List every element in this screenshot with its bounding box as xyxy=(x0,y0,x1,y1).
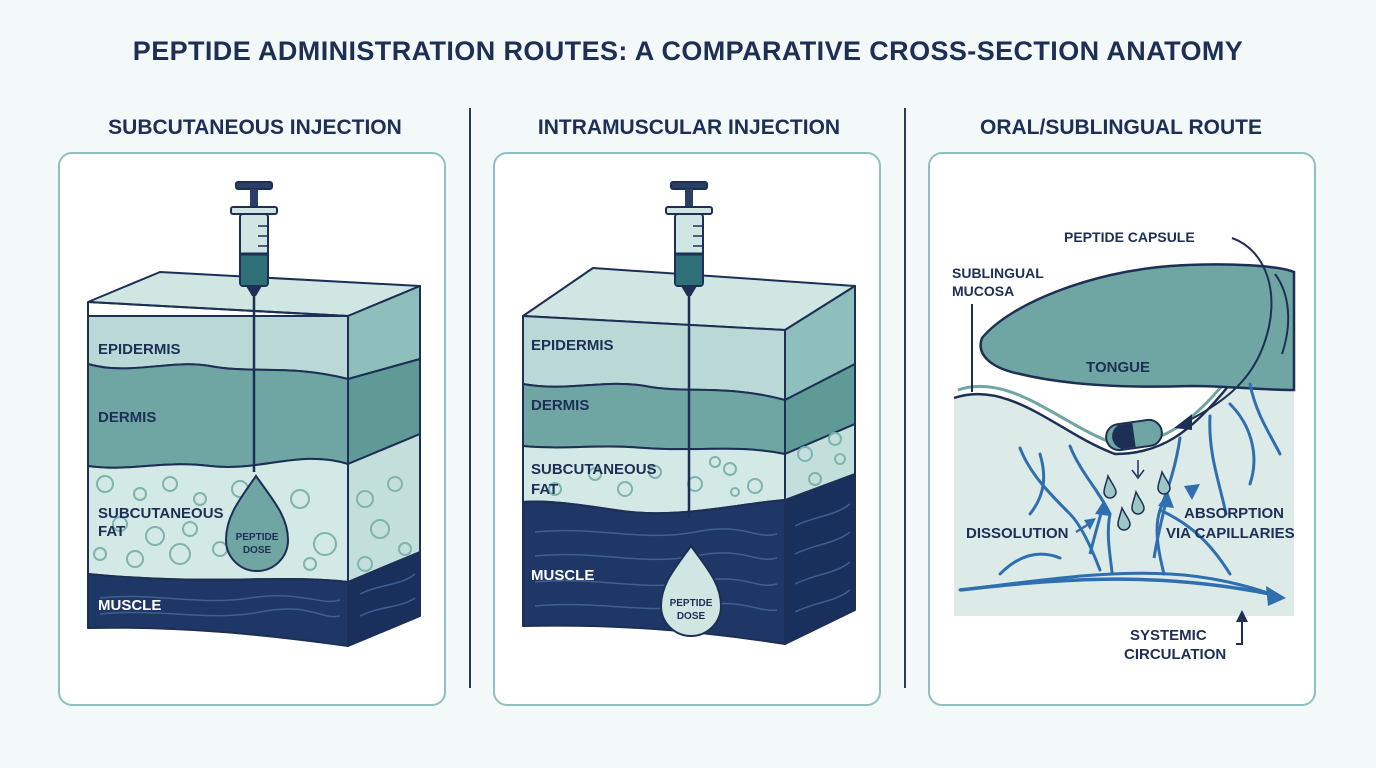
label-dermis: DERMIS xyxy=(98,409,156,426)
dissolve-arrow-icon xyxy=(1131,460,1145,480)
panel-oral-sublingual: TONGUE xyxy=(928,152,1316,706)
tongue xyxy=(979,263,1296,392)
sublingual-tissue xyxy=(954,274,1294,616)
circulation-leader-arrowhead-icon xyxy=(1236,610,1248,622)
panel-title-oral: ORAL/SUBLINGUAL ROUTE xyxy=(980,116,1262,139)
label-absorption-line2: VIA CAPILLARIES xyxy=(1166,525,1295,542)
arrow-up-icon xyxy=(1184,484,1200,500)
label-mucosa-line1: SUBLINGUAL xyxy=(952,265,1044,281)
dose-label-line2: DOSE xyxy=(243,545,272,556)
peptide-dose-drop xyxy=(224,474,290,572)
circulation-leader xyxy=(1236,616,1243,645)
layer-dermis xyxy=(522,382,786,455)
label-fat-line2: FAT xyxy=(531,481,558,498)
label-mucosa-line2: MUCOSA xyxy=(952,283,1014,299)
label-dissolution: DISSOLUTION xyxy=(966,525,1069,542)
label-fat-line1: SUBCUTANEOUS xyxy=(531,461,657,478)
peptide-dose-drop xyxy=(659,544,723,637)
fat-cells xyxy=(93,475,412,572)
arrow-up-icon xyxy=(1095,500,1110,516)
panel-title-intramuscular: INTRAMUSCULAR INJECTION xyxy=(537,116,841,139)
syringe-icon xyxy=(230,181,278,472)
intramuscular-diagram: PEPTIDE DOSE EPIDERMIS DERMIS SUBCUTANEO… xyxy=(522,181,856,645)
label-epidermis: EPIDERMIS xyxy=(98,341,181,358)
panel-title-subcutaneous: SUBCUTANEOUS INJECTION xyxy=(108,116,402,139)
capsule-arrowhead-icon xyxy=(1174,414,1192,430)
panel-divider-1 xyxy=(469,108,471,688)
dose-label-line1: PEPTIDE xyxy=(670,598,713,609)
label-dermis: DERMIS xyxy=(531,397,589,414)
label-fat-line2: FAT xyxy=(98,523,125,540)
label-circulation-line1: SYSTEMIC xyxy=(1130,627,1207,644)
label-fat-line1: SUBCUTANEOUS xyxy=(98,505,224,522)
skin-side-muscle xyxy=(784,473,856,645)
label-capsule: PEPTIDE CAPSULE xyxy=(1064,229,1195,245)
syringe-icon xyxy=(665,181,713,518)
panel-intramuscular: PEPTIDE DOSE EPIDERMIS DERMIS SUBCUTANEO… xyxy=(493,152,881,706)
capsule-pointer xyxy=(1185,237,1273,423)
panel-subcutaneous: PEPTIDE DOSE EPIDERMIS DERMIS SUBCUTANEO… xyxy=(58,152,446,706)
dissolution-arrow-icon xyxy=(1084,518,1096,530)
label-absorption-line1: ABSORPTION xyxy=(1184,505,1284,522)
peptide-capsule xyxy=(1105,418,1163,452)
circulation-arrowhead-icon xyxy=(1266,586,1286,606)
dose-label-line2: DOSE xyxy=(677,611,706,622)
subcutaneous-diagram: PEPTIDE DOSE EPIDERMIS DERMIS SUBCUTANEO… xyxy=(87,181,421,647)
dose-label-line1: PEPTIDE xyxy=(236,532,279,543)
oral-sublingual-diagram: TONGUE xyxy=(952,229,1296,663)
muscle-fibers xyxy=(99,573,416,618)
layer-muscle xyxy=(87,573,349,647)
panel-divider-2 xyxy=(904,108,906,688)
fat-cells xyxy=(548,432,846,497)
circulation-flow xyxy=(959,577,1271,596)
label-muscle: MUSCLE xyxy=(98,597,161,614)
label-circulation-line2: CIRCULATION xyxy=(1124,646,1226,663)
dissolving-droplets xyxy=(1103,469,1171,531)
main-title: PEPTIDE ADMINISTRATION ROUTES: A COMPARA… xyxy=(132,36,1244,66)
label-tongue: TONGUE xyxy=(1086,359,1150,376)
label-muscle: MUSCLE xyxy=(531,567,594,584)
arrow-up-icon xyxy=(1158,492,1174,508)
label-epidermis: EPIDERMIS xyxy=(531,337,614,354)
